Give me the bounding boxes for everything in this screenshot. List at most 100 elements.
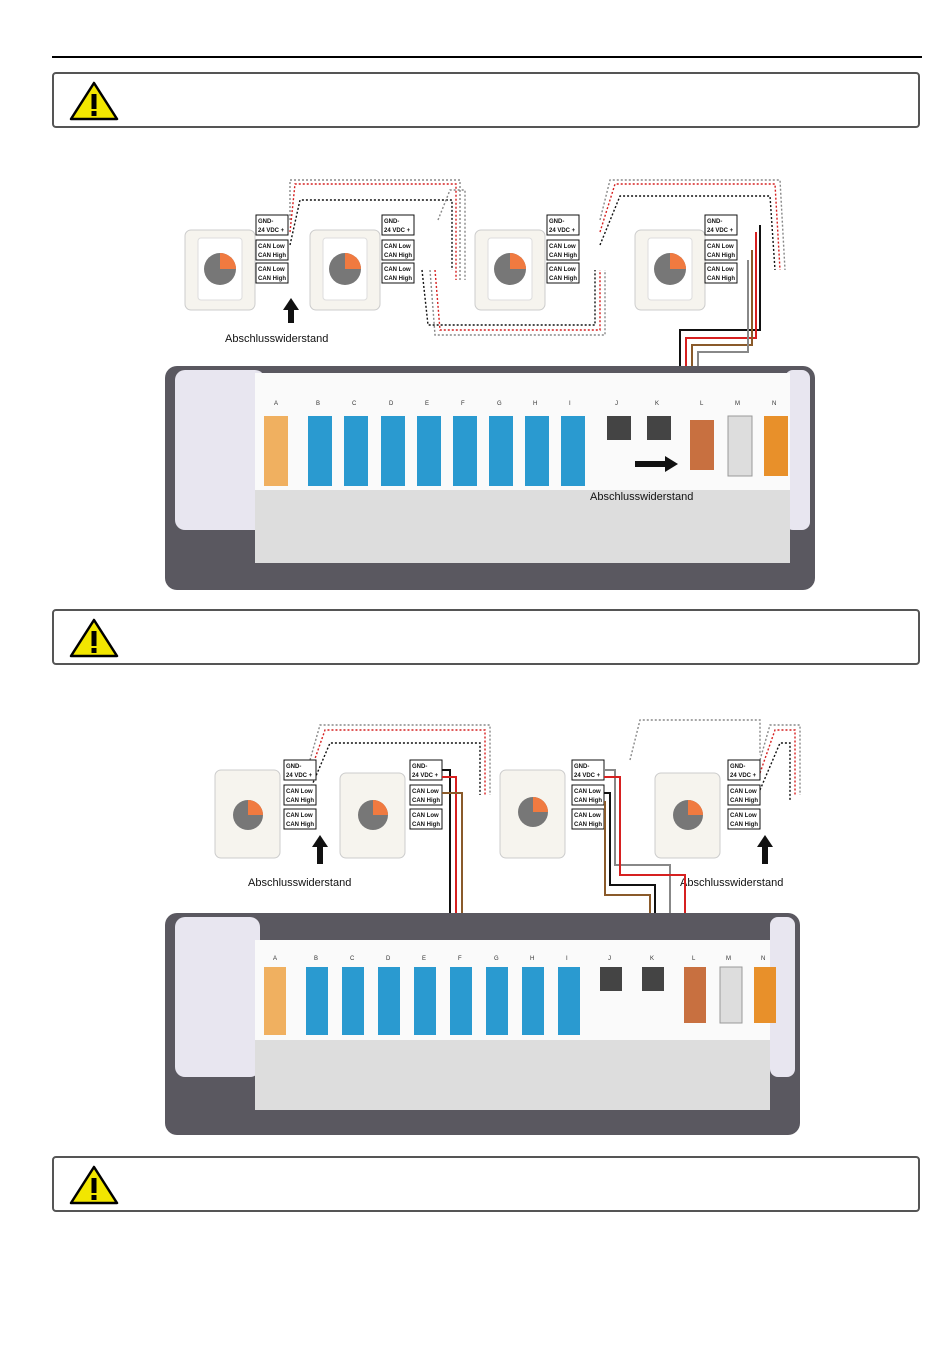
can-low-label: CAN Low xyxy=(286,789,313,795)
terminal-block-2: GND- 24 VDC + CAN Low CAN High CAN Low C… xyxy=(409,759,443,830)
warning-triangle-icon xyxy=(69,81,119,121)
arrow-right-icon xyxy=(635,456,678,472)
can-high-label: CAN High xyxy=(258,276,286,282)
col-label: I xyxy=(566,956,568,962)
can-low-label: CAN Low xyxy=(730,789,757,795)
vdc-label: 24 VDC + xyxy=(286,773,313,779)
col-label: H xyxy=(533,401,537,407)
controller-columns: A B C D E F G H I J K L M N xyxy=(274,401,776,407)
terminal-block-2: GND- 24 VDC + CAN Low CAN High CAN Low C… xyxy=(381,214,415,284)
gnd-label: GND- xyxy=(707,219,722,225)
thermostat-1 xyxy=(214,769,281,859)
warning-box-1 xyxy=(52,72,920,128)
terminal-block-4: GND- 24 VDC + CAN Low CAN High CAN Low C… xyxy=(727,759,761,830)
terminal-block-1: GND- 24 VDC + CAN Low CAN High CAN Low C… xyxy=(255,214,289,284)
can-low-label: CAN Low xyxy=(258,244,285,250)
col-label: K xyxy=(655,401,659,407)
col-label: L xyxy=(700,401,704,407)
can-low-label: CAN Low xyxy=(384,244,411,250)
can-low-label: CAN Low xyxy=(412,813,439,819)
col-label: I xyxy=(569,401,571,407)
col-label: N xyxy=(761,956,765,962)
terminal-strips xyxy=(264,415,788,486)
col-label: H xyxy=(530,956,534,962)
can-low-label: CAN Low xyxy=(707,244,734,250)
can-high-label: CAN High xyxy=(730,822,758,828)
warning-box-3 xyxy=(52,1156,920,1212)
can-low-label: CAN Low xyxy=(412,789,439,795)
top-rule xyxy=(52,56,922,58)
col-label: G xyxy=(497,401,502,407)
can-low-label: CAN Low xyxy=(574,813,601,819)
warning-triangle-icon xyxy=(69,618,119,658)
terminal-block-3: GND- 24 VDC + CAN Low CAN High CAN Low C… xyxy=(546,214,580,284)
gnd-label: GND- xyxy=(384,219,399,225)
can-low-label: CAN Low xyxy=(574,789,601,795)
thermostat-2 xyxy=(309,229,381,311)
col-label: J xyxy=(615,401,618,407)
col-label: L xyxy=(692,956,696,962)
terminal-block-3: GND- 24 VDC + CAN Low CAN High CAN Low C… xyxy=(571,759,605,830)
warning-triangle-icon xyxy=(69,1165,119,1205)
can-high-label: CAN High xyxy=(574,822,602,828)
can-high-label: CAN High xyxy=(258,253,286,259)
can-high-label: CAN High xyxy=(574,798,602,804)
vdc-label: 24 VDC + xyxy=(574,773,601,779)
can-low-label: CAN Low xyxy=(707,267,734,273)
col-label: K xyxy=(650,956,654,962)
col-label: D xyxy=(386,956,391,962)
col-label: N xyxy=(772,401,776,407)
arrow-up-icon xyxy=(312,835,328,864)
col-label: F xyxy=(458,956,462,962)
gnd-label: GND- xyxy=(730,764,745,770)
can-low-label: CAN Low xyxy=(286,813,313,819)
can-low-label: CAN Low xyxy=(549,244,576,250)
vdc-label: 24 VDC + xyxy=(549,228,576,234)
can-high-label: CAN High xyxy=(730,798,758,804)
can-high-label: CAN High xyxy=(412,822,440,828)
col-label: B xyxy=(314,956,318,962)
col-label: E xyxy=(425,401,429,407)
can-high-label: CAN High xyxy=(707,276,735,282)
can-high-label: CAN High xyxy=(384,253,412,259)
controller-base xyxy=(165,913,800,1135)
vdc-label: 24 VDC + xyxy=(730,773,757,779)
can-high-label: CAN High xyxy=(412,798,440,804)
can-low-label: CAN Low xyxy=(730,813,757,819)
can-low-label: CAN Low xyxy=(549,267,576,273)
vdc-label: 24 VDC + xyxy=(384,228,411,234)
col-label: A xyxy=(273,956,277,962)
col-label: E xyxy=(422,956,426,962)
wiring-diagram-1: GND- 24 VDC + CAN Low CAN High CAN Low C… xyxy=(165,179,815,590)
arrow-up-icon xyxy=(283,298,299,323)
thermostat-3 xyxy=(474,229,546,311)
col-label: M xyxy=(726,956,731,962)
col-label: C xyxy=(352,401,357,407)
can-low-label: CAN Low xyxy=(258,267,285,273)
thermostat-4 xyxy=(634,229,706,311)
thermostat-4 xyxy=(654,772,721,859)
col-label: D xyxy=(389,401,394,407)
col-label: C xyxy=(350,956,355,962)
resistor-label: Abschlusswiderstand xyxy=(248,877,351,889)
terminal-block-4: GND- 24 VDC + CAN Low CAN High CAN Low C… xyxy=(704,214,738,284)
thermostat-1 xyxy=(184,229,256,311)
arrow-up-icon xyxy=(757,835,773,864)
can-low-label: CAN Low xyxy=(384,267,411,273)
bus-wires-top xyxy=(289,179,786,336)
can-high-label: CAN High xyxy=(549,253,577,259)
col-label: G xyxy=(494,956,499,962)
warning-box-2 xyxy=(52,609,920,665)
col-label: F xyxy=(461,401,465,407)
vdc-label: 24 VDC + xyxy=(258,228,285,234)
col-label: M xyxy=(735,401,740,407)
resistor-label: Abschlusswiderstand xyxy=(590,491,693,503)
vdc-label: 24 VDC + xyxy=(707,228,734,234)
terminal-block-1: GND- 24 VDC + CAN Low CAN High CAN Low C… xyxy=(283,759,317,830)
terminal-strips xyxy=(264,966,776,1035)
thermostat-2 xyxy=(339,772,406,859)
controller-columns: A B C D E F G H I J K L M N xyxy=(273,956,765,962)
gnd-label: GND- xyxy=(549,219,564,225)
can-high-label: CAN High xyxy=(549,276,577,282)
thermostat-3 xyxy=(499,769,566,859)
